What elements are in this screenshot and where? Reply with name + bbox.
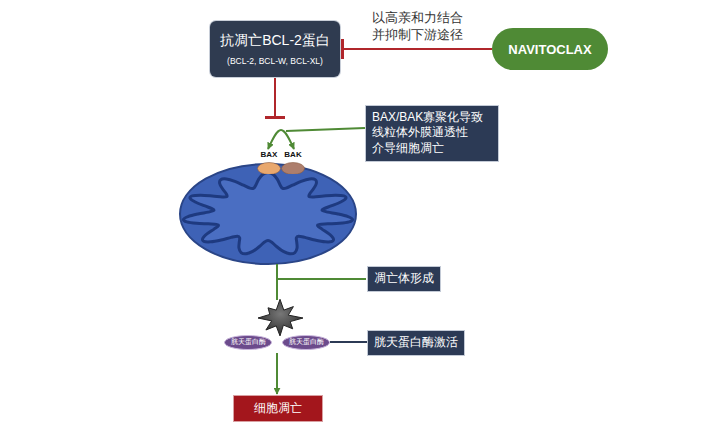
protein-ellipse: BAK xyxy=(281,150,305,174)
ellipse-shape xyxy=(225,335,272,349)
inhibition-line xyxy=(274,78,276,118)
mitochondrion xyxy=(180,164,356,264)
node-label: NAVITOCLAX xyxy=(508,42,591,57)
node-label: 抗凋亡BCL-2蛋白 xyxy=(220,32,330,50)
node-label: 凋亡体形成 xyxy=(374,271,434,287)
node-label: BAX xyxy=(261,150,278,160)
outcome-box: 细胞凋亡 xyxy=(233,395,323,422)
target-box: 抗凋亡BCL-2蛋白 (BCL-2, BCL-W, BCL-XL) xyxy=(210,21,340,77)
node-label: BAX/BAK寡聚化导致 线粒体外膜通透性 介导细胞凋亡 xyxy=(372,110,492,157)
pathway-stem xyxy=(276,264,278,300)
connector xyxy=(268,130,294,149)
enzyme-ellipse: 胱天蛋白酶 xyxy=(282,335,330,350)
pathway-arrow xyxy=(276,353,278,394)
protein-ellipse: BAX xyxy=(257,150,281,174)
node-label: 胱天蛋白酶 xyxy=(289,338,324,347)
node-subtitle: (BCL-2, BCL-W, BCL-XL) xyxy=(227,56,323,66)
inner-membrane xyxy=(183,173,352,254)
step-box: 胱天蛋白酶激活 xyxy=(367,330,465,356)
node-label: 细胞凋亡 xyxy=(254,400,302,417)
enzyme-ellipse: 胱天蛋白酶 xyxy=(224,335,272,350)
apoptosome-burst xyxy=(258,299,303,336)
note-box: BAX/BAK寡聚化导致 线粒体外膜通透性 介导细胞凋亡 xyxy=(365,105,499,162)
leader-line xyxy=(277,278,366,280)
leader-line xyxy=(286,128,365,131)
node-label: 胱天蛋白酶 xyxy=(231,338,266,347)
ellipse-shape xyxy=(257,162,281,174)
node-label: 胱天蛋白酶激活 xyxy=(374,335,458,351)
connector xyxy=(330,341,367,343)
edge-label: 以高亲和力结合 并抑制下游途径 xyxy=(367,9,467,44)
step-box: 凋亡体形成 xyxy=(367,266,441,292)
ellipse-shape xyxy=(258,163,281,175)
ellipse-shape xyxy=(283,335,330,349)
connector xyxy=(342,48,492,50)
ellipse-shape xyxy=(282,163,305,175)
cristae xyxy=(183,173,352,254)
node-label: BAK xyxy=(284,150,301,160)
ellipse-shape xyxy=(281,162,305,174)
drug-pill: NAVITOCLAX xyxy=(492,28,608,70)
